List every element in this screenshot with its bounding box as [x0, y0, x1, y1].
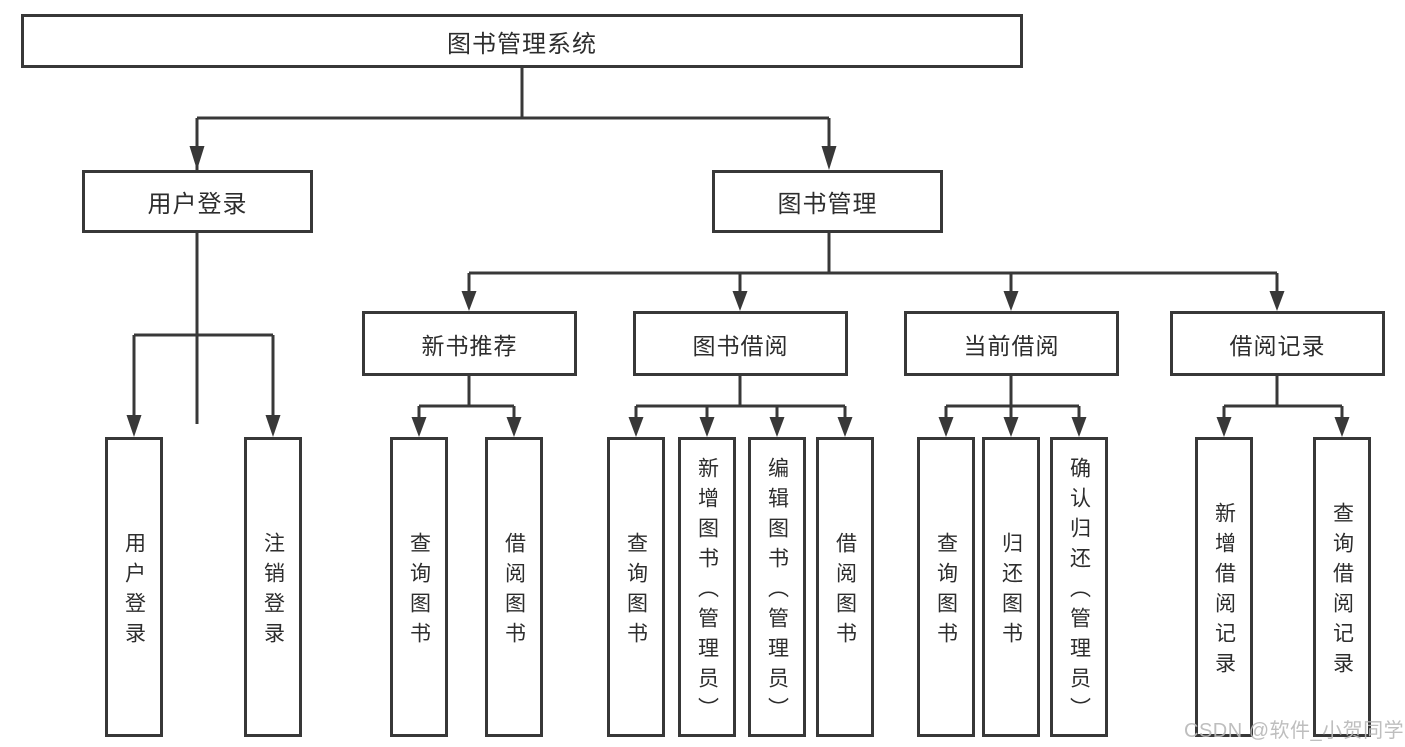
node-borrow-records: 借阅记录 [1170, 311, 1385, 376]
leaf-add-borrow-record: 新增借阅记录 [1195, 437, 1253, 737]
leaf-user-login: 用户登录 [105, 437, 163, 737]
node-label: 归还图书 [999, 531, 1023, 652]
node-label: 新增图书（管理员） [695, 456, 719, 727]
connector-root-to-level2 [195, 68, 831, 424]
node-label: 编辑图书（管理员） [765, 456, 789, 727]
node-label: 借阅图书 [833, 531, 857, 652]
connector-book-borrow-to-leaves [634, 376, 847, 421]
node-label: 新增借阅记录 [1212, 501, 1236, 682]
node-label: 当前借阅 [963, 332, 1060, 359]
node-label: 图书管理 [777, 191, 878, 218]
node-label: 借阅记录 [1229, 332, 1326, 359]
connector-book-management-to-level3 [467, 233, 1279, 295]
leaf-borrow-books: 借阅图书 [816, 437, 874, 737]
leaf-query-borrow-record: 查询借阅记录 [1313, 437, 1371, 737]
leaf-query-books-borrow: 查询图书 [607, 437, 665, 737]
node-label: 借阅图书 [502, 531, 526, 652]
node-label: 查询图书 [407, 531, 431, 652]
node-current-borrow: 当前借阅 [904, 311, 1119, 376]
leaf-logout: 注销登录 [244, 437, 302, 737]
node-user-login: 用户登录 [82, 170, 313, 233]
node-label: 查询图书 [624, 531, 648, 652]
connector-current-borrow-to-leaves [944, 376, 1081, 421]
leaf-confirm-return-admin: 确认归还（管理员） [1050, 437, 1108, 737]
node-book-borrow: 图书借阅 [633, 311, 848, 376]
node-label: 用户登录 [147, 191, 248, 218]
node-label: 注销登录 [261, 531, 285, 652]
node-book-management: 图书管理 [712, 170, 943, 233]
node-label: 查询图书 [934, 531, 958, 652]
leaf-add-books-admin: 新增图书（管理员） [678, 437, 736, 737]
node-label: 用户登录 [122, 531, 146, 652]
node-label: 查询借阅记录 [1330, 501, 1354, 682]
node-label: 新书推荐 [421, 332, 518, 359]
leaf-query-books-recommend: 查询图书 [390, 437, 448, 737]
leaf-borrow-books-recommend: 借阅图书 [485, 437, 543, 737]
leaf-query-books-current: 查询图书 [917, 437, 975, 737]
node-library-management-system: 图书管理系统 [21, 14, 1023, 68]
connector-user-login-to-leaves [132, 233, 275, 421]
leaf-return-books: 归还图书 [982, 437, 1040, 737]
node-label: 图书管理系统 [447, 30, 597, 58]
leaf-edit-books-admin: 编辑图书（管理员） [748, 437, 806, 737]
connector-new-book-to-leaves [417, 376, 516, 421]
watermark: CSDN @软件_小贺同学 [1184, 720, 1405, 742]
node-new-book-recommend: 新书推荐 [362, 311, 577, 376]
node-label: 图书借阅 [692, 332, 789, 359]
node-label: 确认归还（管理员） [1067, 456, 1091, 727]
arrowheads [126, 146, 1350, 437]
connector-borrow-records-to-leaves [1222, 376, 1344, 421]
